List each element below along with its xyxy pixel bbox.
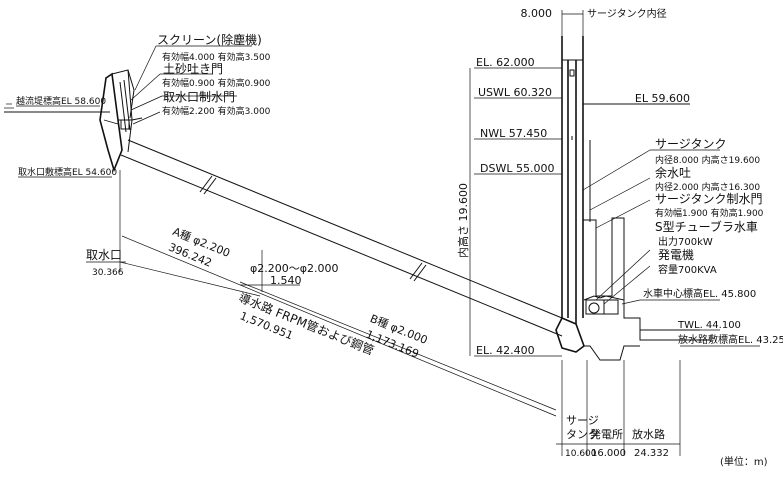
el-top-label: EL. 62.000 bbox=[476, 56, 535, 69]
intake-floor-level-label: 取水口敷標高EL 54.600 bbox=[18, 166, 117, 178]
intake-gate-dims: 有効幅0.900 有効高0.900 bbox=[162, 77, 271, 89]
intake-structure bbox=[4, 45, 252, 173]
turbine-output: 出力700kW bbox=[658, 235, 713, 248]
uswl-label: USWL 60.320 bbox=[478, 86, 552, 99]
nwl-label: NWL 57.450 bbox=[480, 127, 547, 140]
tailrace-bed-label: 放水路敷標高EL. 43.250 bbox=[678, 333, 783, 346]
surge-gate-label: サージタンク制水門 bbox=[655, 192, 763, 206]
el-bottom-label: EL. 42.400 bbox=[476, 344, 535, 357]
turbine-center-label: 水車中心標高EL. 45.800 bbox=[643, 287, 756, 300]
bottom-tailrace-length: 24.332 bbox=[634, 448, 669, 459]
generator-capacity: 容量700KVA bbox=[658, 263, 717, 276]
surge-gate-dims: 有効幅1.900 有効高1.900 bbox=[655, 207, 764, 219]
bottom-powerhouse-length: 16.000 bbox=[591, 448, 626, 459]
turbine-label: S型チューブラ水車 bbox=[655, 219, 758, 234]
screen-dims: 有効幅4.000 有効高3.500 bbox=[162, 51, 271, 63]
surge-tank-dims: 内径8.000 内高さ19.600 bbox=[655, 154, 760, 166]
overflow-level-label: 越流堤標高EL 58.600 bbox=[16, 95, 106, 107]
intake-label: 取水口 bbox=[86, 248, 122, 262]
dswl-label: DSWL 55.000 bbox=[480, 162, 554, 175]
unit-note: (単位：m) bbox=[720, 455, 768, 468]
transition-length: 1.540 bbox=[270, 274, 302, 287]
conduit-pipe bbox=[120, 139, 563, 337]
transition-label: φ2.200〜φ2.000 bbox=[250, 262, 339, 275]
screen-label: スクリーン(除塵機) bbox=[157, 32, 262, 47]
bottom-surge-label-2: タンク bbox=[566, 428, 599, 441]
tank-diameter-label: サージタンク内径 bbox=[587, 7, 667, 20]
generator-label: 発電機 bbox=[658, 247, 694, 262]
bottom-tailrace-label: 放水路 bbox=[632, 427, 665, 441]
gate-dims-2: 有効幅2.200 有効高3.000 bbox=[162, 105, 271, 117]
intake-length: 30.366 bbox=[92, 268, 124, 278]
ground-el-label: EL 59.600 bbox=[635, 92, 690, 105]
surge-tank-name: サージタンク bbox=[655, 137, 727, 151]
tank-diameter-value: 8.000 bbox=[521, 7, 553, 20]
bottom-surge-length: 10.600 bbox=[565, 449, 597, 459]
intake-gate-label: 取水口制水門 bbox=[163, 90, 235, 104]
bottom-surge-label-1: サージ bbox=[566, 414, 599, 427]
twl-label: TWL. 44.100 bbox=[677, 320, 741, 331]
bottom-powerhouse-label: 発電所 bbox=[590, 427, 623, 441]
spillway-label: 余水吐 bbox=[655, 165, 691, 180]
sand-gate-label: 土砂吐き門 bbox=[163, 62, 223, 76]
spillway-dims: 内径2.000 内高さ16.300 bbox=[655, 181, 760, 193]
tank-height-label: 内高さ 19.600 bbox=[456, 183, 470, 258]
